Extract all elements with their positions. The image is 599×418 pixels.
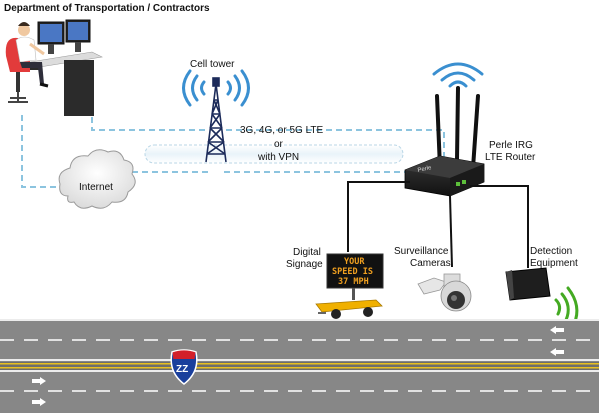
office-worker-illustration	[5, 19, 103, 116]
detection-label-line2: Equipment	[530, 258, 578, 269]
router-label-line1: Perle IRG	[489, 140, 533, 151]
sign-display-line1: YOUR	[344, 257, 365, 267]
lte-router-icon: Perle	[404, 86, 485, 197]
link-office-to-upper-route	[91, 117, 208, 131]
arrow-right-icon	[32, 377, 46, 385]
wire-to-detection	[470, 185, 529, 268]
detection-signal-icon	[554, 286, 579, 326]
detection-label-line1: Detection	[530, 246, 572, 257]
cell-tower-label: Cell tower	[190, 59, 235, 70]
highway-shield-label: ZZ	[176, 364, 188, 375]
internet-label: Internet	[79, 182, 113, 193]
sign-display-line2: SPEED IS	[332, 267, 373, 277]
wire-to-signage	[347, 181, 410, 252]
highway-road	[0, 319, 599, 413]
cell-tower-icon	[205, 77, 227, 163]
cell-tower-signal-icon	[182, 69, 250, 107]
vpn-tunnel	[144, 144, 404, 164]
device-wires	[347, 181, 529, 268]
dome-camera-icon	[417, 273, 472, 312]
signage-label-line2: Signage	[286, 259, 323, 270]
link-upper-route-to-router	[226, 129, 445, 160]
diagram-title: Department of Transportation / Contracto…	[4, 3, 210, 14]
radar-sensor-icon	[505, 267, 551, 301]
network-links	[21, 115, 445, 188]
arrow-right-icon	[32, 398, 46, 406]
router-brand: Perle	[417, 165, 433, 174]
arrow-left-icon	[550, 348, 564, 356]
wire-to-cameras	[449, 195, 453, 268]
interstate-shield-icon: ZZ	[170, 349, 198, 385]
arrow-left-icon	[550, 326, 564, 334]
connection-line1: 3G, 4G, or 5G LTE	[240, 125, 324, 136]
connection-line2: or	[274, 139, 284, 150]
link-office-to-internet	[21, 115, 70, 188]
computer-monitor-icon	[37, 19, 91, 54]
cameras-label-line2: Cameras	[410, 258, 451, 269]
sign-display-line3: 37 MPH	[338, 277, 369, 287]
router-label-line2: LTE Router	[485, 152, 536, 163]
internet-cloud-icon	[58, 149, 136, 209]
cameras-label-line1: Surveillance	[394, 246, 449, 257]
lane-arrows	[32, 326, 564, 406]
signage-label-line1: Digital	[293, 247, 321, 258]
speed-sign-trailer-icon: YOUR SPEED IS 37 MPH	[315, 253, 384, 319]
router-signal-icon	[432, 62, 484, 88]
connection-line3: with VPN	[257, 152, 299, 163]
